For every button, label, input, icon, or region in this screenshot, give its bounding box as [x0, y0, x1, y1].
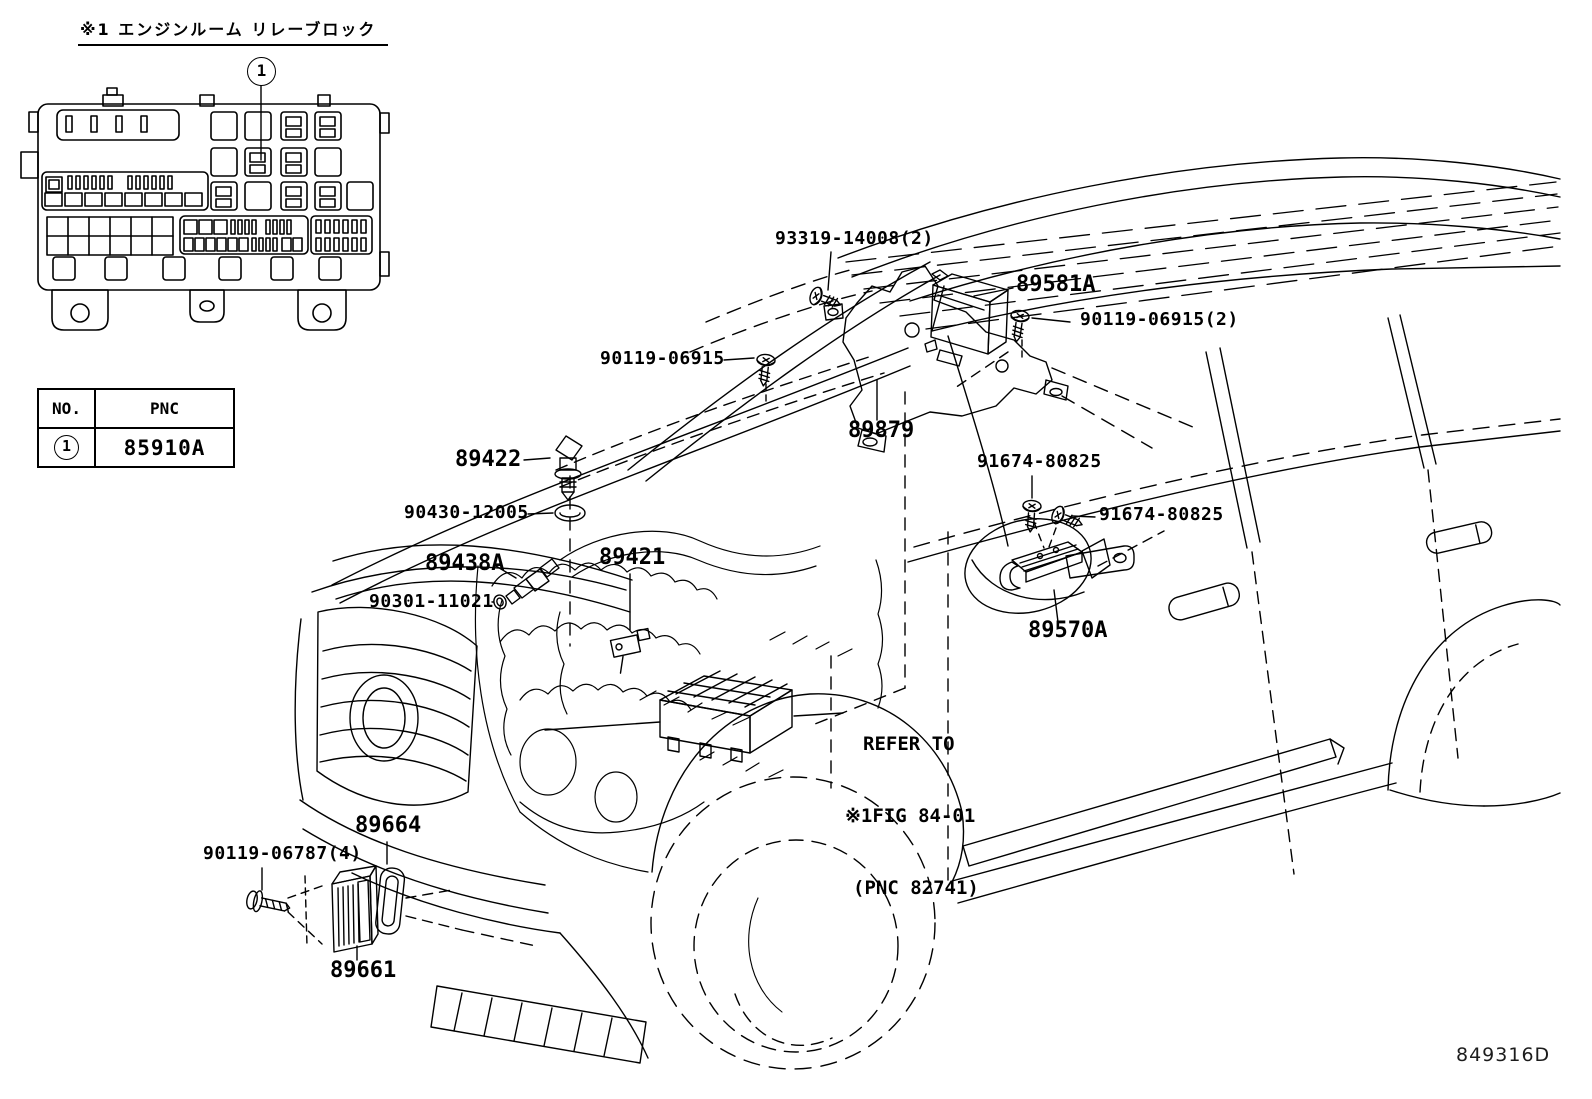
oring-90301 — [493, 594, 507, 610]
ecu-89581a — [924, 269, 1009, 355]
screw-icons — [753, 284, 1087, 534]
part-label-89664: 89664 — [355, 813, 422, 838]
part-label-90119-06787-4: 90119-06787(4) — [203, 843, 362, 864]
refer-note: REFER TO ※1FIG 84-01 (PNC 82741) — [845, 684, 979, 924]
part-label-89879: 89879 — [848, 418, 915, 443]
ecu-89661 — [331, 865, 379, 953]
part-label-89421: 89421 — [599, 545, 666, 570]
engine-detail — [474, 530, 884, 873]
part-label-90119-06915: 90119-06915 — [600, 348, 725, 369]
part-label-90119-06915-2: 90119-06915(2) — [1080, 309, 1239, 330]
part-label-89581a: 89581A — [1016, 272, 1096, 297]
sensor-89438a — [505, 558, 560, 605]
part-label-89661: 89661 — [330, 958, 397, 983]
part-label-89422: 89422 — [455, 447, 522, 472]
callout-1: 1 — [247, 57, 276, 86]
roof-hatching — [845, 181, 1561, 330]
mirror-module-89570a — [999, 541, 1135, 591]
relay-block-footnote: ※1 エンジンルーム リレーブロック — [78, 16, 389, 46]
row-number-circled: 1 — [54, 435, 79, 460]
part-label-89438a: 89438A — [425, 551, 505, 576]
part-label-93319-14008: 93319-14008(2) — [775, 228, 934, 249]
leader-lines — [261, 251, 1096, 961]
part-label-91674-80825-a: 91674-80825 — [977, 451, 1102, 472]
pnc-table-col-pnc: PNC — [94, 388, 235, 429]
table-row: 1 85910A — [37, 427, 235, 468]
relay-block-schematic — [20, 87, 390, 331]
callout-number: 1 — [256, 61, 267, 80]
part-label-90301-11021: 90301-11021 — [369, 591, 494, 612]
sensor-89421 — [609, 627, 651, 674]
pnc-table-col-no: NO. — [37, 388, 96, 429]
bolt-90119-06787 — [246, 890, 291, 913]
refer-note-line2: ※1FIG 84-01 — [845, 805, 976, 827]
row-pnc-value: 85910A — [94, 427, 235, 468]
grommet-90430 — [554, 504, 586, 522]
part-label-90430-12005: 90430-12005 — [404, 502, 529, 523]
part-label-89570a: 89570A — [1028, 618, 1108, 643]
sensor-89422 — [554, 435, 583, 501]
vehicle-outline — [294, 157, 1561, 1070]
bracket-89879 — [823, 265, 1069, 453]
gasket-89664 — [375, 867, 406, 935]
construction-lines — [287, 339, 1201, 947]
refer-note-line1: REFER TO — [863, 733, 955, 755]
refer-note-line3: (PNC 82741) — [853, 877, 979, 899]
relay-block-engine-bay — [659, 670, 793, 763]
figure-code: 849316D — [1456, 1044, 1551, 1066]
pnc-table: NO. PNC 1 85910A — [37, 388, 235, 468]
part-label-91674-80825-b: 91674-80825 — [1099, 504, 1224, 525]
